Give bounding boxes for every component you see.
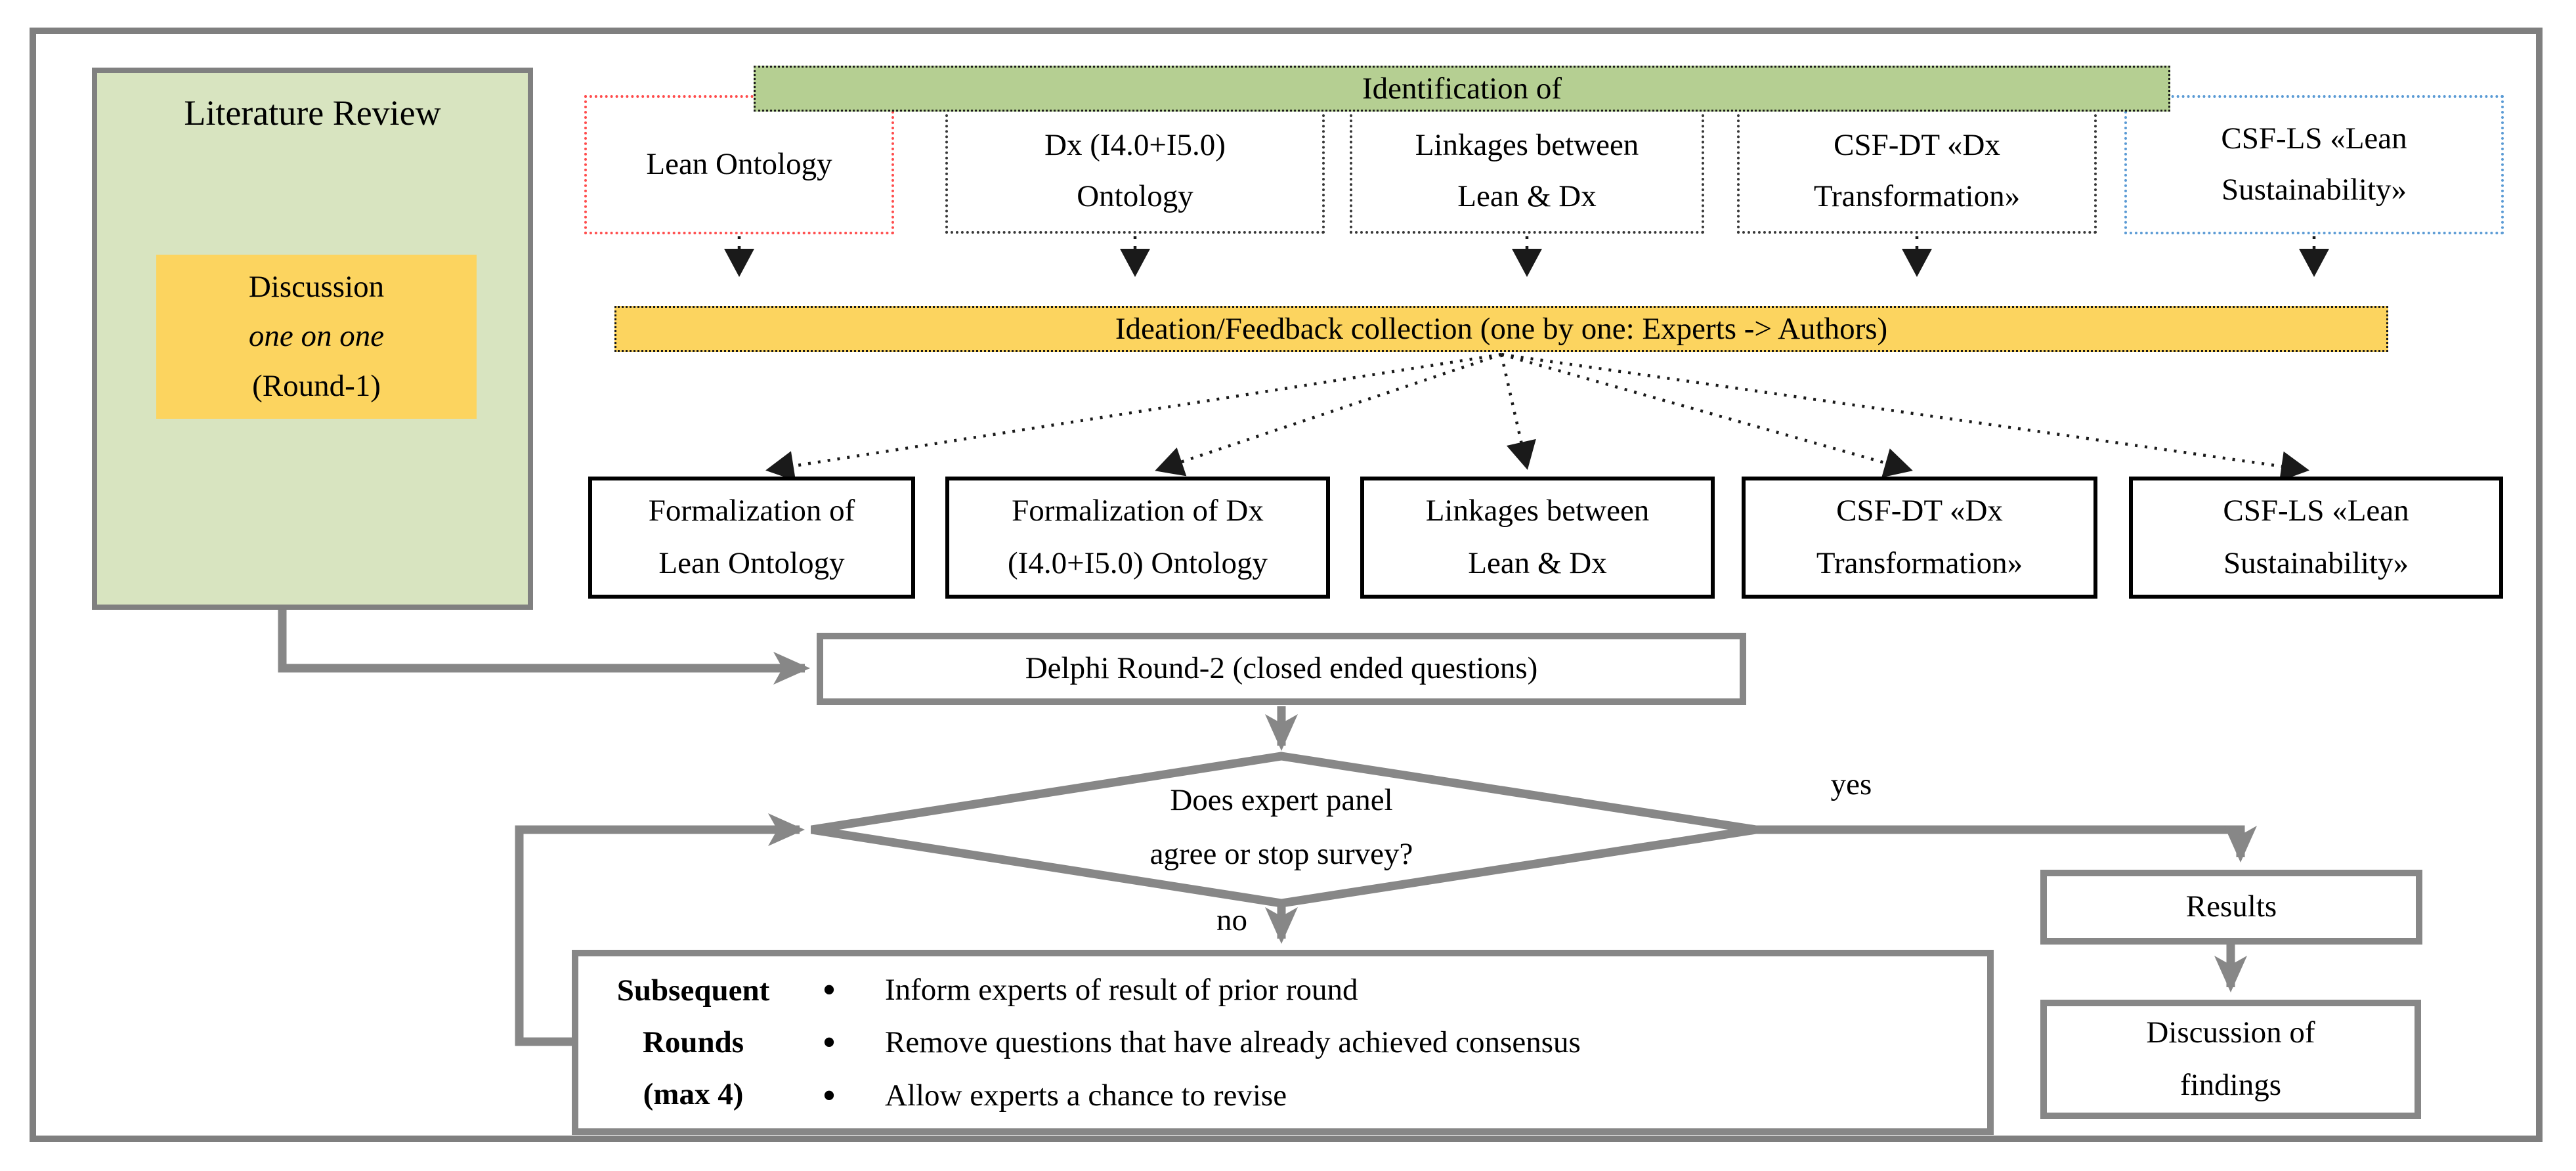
box-linkages-formalized: Linkages between Lean & Dx xyxy=(1360,477,1715,599)
literature-review-title: Literature Review xyxy=(184,93,441,133)
outer-frame xyxy=(30,28,2543,1142)
box-label: Sustainability» xyxy=(2223,546,2409,580)
dotted-fan-to-formalization-lean xyxy=(765,352,1502,481)
discussion-findings-line: Discussion of xyxy=(2146,1015,2315,1050)
discussion-findings-line: findings xyxy=(2179,1068,2282,1102)
discussion-round1-box: Discussion one on one (Round-1) xyxy=(156,255,477,419)
discussion-round-line: (Round-1) xyxy=(252,368,381,403)
box-label: Lean & Dx xyxy=(1457,179,1597,213)
discussion-one-on-one-line: one on one xyxy=(248,319,385,354)
bullet-text: Remove questions that have already achie… xyxy=(885,1025,1581,1059)
box-label: (I4.0+I5.0) Ontology xyxy=(1008,546,1268,580)
bullet-text: Allow experts a chance to revise xyxy=(885,1078,1287,1113)
box-label: CSF-LS «Lean xyxy=(2223,494,2409,528)
delphi-round2-box: Delphi Round-2 (closed ended questions) xyxy=(817,633,1746,705)
decision-question-line: agree or stop survey? xyxy=(1149,837,1413,872)
box-label: Linkages between xyxy=(1415,128,1639,163)
bullet-icon: • xyxy=(822,968,836,1011)
no-branch-label: no xyxy=(1216,903,1247,937)
subsequent-title-line: Subsequent xyxy=(616,973,770,1008)
box-csf-ls: CSF-LS «Lean Sustainability» xyxy=(2124,95,2504,234)
box-label: CSF-DT «Dx xyxy=(1834,128,2000,163)
subsequent-rounds-title: Subsequent Rounds (max 4) xyxy=(585,956,802,1128)
box-label: Transformation» xyxy=(1816,546,2023,580)
decision-question-line: Does expert panel xyxy=(1170,783,1393,817)
bullet-icon: • xyxy=(822,1021,836,1064)
box-label: CSF-LS «Lean xyxy=(2221,121,2407,156)
bullet-item: • Inform experts of result of prior roun… xyxy=(809,970,1987,1010)
box-label: Lean & Dx xyxy=(1468,546,1607,580)
delphi-round2-label: Delphi Round-2 (closed ended questions) xyxy=(1025,651,1538,686)
discussion-of-findings-box: Discussion of findings xyxy=(2040,1000,2421,1119)
box-formalization-lean: Formalization of Lean Ontology xyxy=(588,477,915,599)
box-label: Lean Ontology xyxy=(658,546,845,580)
dotted-fan-to-linkages xyxy=(1499,354,1536,470)
box-linkages: Linkages between Lean & Dx xyxy=(1350,109,1704,234)
box-label: Formalization of Dx xyxy=(1012,494,1264,528)
box-label: Dx (I4.0+I5.0) xyxy=(1044,128,1226,163)
results-label: Results xyxy=(2185,889,2277,924)
connector-literature-to-delphi xyxy=(278,610,810,685)
yes-branch-label: yes xyxy=(1830,767,1872,801)
bullet-text: Inform experts of result of prior round xyxy=(885,972,1358,1007)
identification-bar: Identification of xyxy=(754,66,2170,112)
bullet-item: • Remove questions that have already ach… xyxy=(809,1023,1987,1062)
subsequent-rounds-box: Subsequent Rounds (max 4) • Inform exper… xyxy=(572,950,1994,1135)
subsequent-rounds-bullets: • Inform experts of result of prior roun… xyxy=(809,956,1987,1128)
bullet-item: • Allow experts a chance to revise xyxy=(809,1076,1987,1115)
box-label: Transformation» xyxy=(1813,179,2021,213)
dotted-fan-to-csf-dt xyxy=(1501,352,1913,478)
ideation-feedback-label: Ideation/Feedback collection (one by one… xyxy=(1115,311,1888,346)
box-label: Ontology xyxy=(1077,179,1193,213)
results-box: Results xyxy=(2040,870,2422,945)
box-csf-dt-formalized: CSF-DT «Dx Transformation» xyxy=(1742,477,2097,599)
discussion-line: Discussion xyxy=(248,270,385,305)
box-label: Linkages between xyxy=(1425,494,1650,528)
box-label: Lean Ontology xyxy=(646,147,832,182)
dotted-fan-to-formalization-dx xyxy=(1155,352,1502,477)
box-label: Sustainability» xyxy=(2222,173,2407,207)
connector-decision-yes-to-results xyxy=(1756,825,2257,862)
dotted-fan-to-csf-ls xyxy=(1501,352,2309,482)
box-label: CSF-DT «Dx xyxy=(1836,494,2003,528)
connector-loopback-subsequent-to-decision xyxy=(515,813,805,1046)
box-csf-dt: CSF-DT «Dx Transformation» xyxy=(1737,109,2097,234)
box-formalization-dx: Formalization of Dx (I4.0+I5.0) Ontology xyxy=(945,477,1330,599)
ideation-feedback-bar: Ideation/Feedback collection (one by one… xyxy=(614,306,2388,352)
subsequent-title-line: Rounds xyxy=(642,1025,744,1059)
identification-bar-label: Identification of xyxy=(1362,71,1562,106)
decision-question: Does expert panel agree or stop survey? xyxy=(986,773,1577,882)
box-dx-ontology: Dx (I4.0+I5.0) Ontology xyxy=(945,109,1325,234)
bullet-icon: • xyxy=(822,1073,836,1117)
subsequent-title-line: (max 4) xyxy=(643,1077,744,1111)
box-lean-ontology: Lean Ontology xyxy=(584,95,894,234)
box-label: Formalization of xyxy=(648,494,855,528)
box-csf-ls-formalized: CSF-LS «Lean Sustainability» xyxy=(2129,477,2503,599)
